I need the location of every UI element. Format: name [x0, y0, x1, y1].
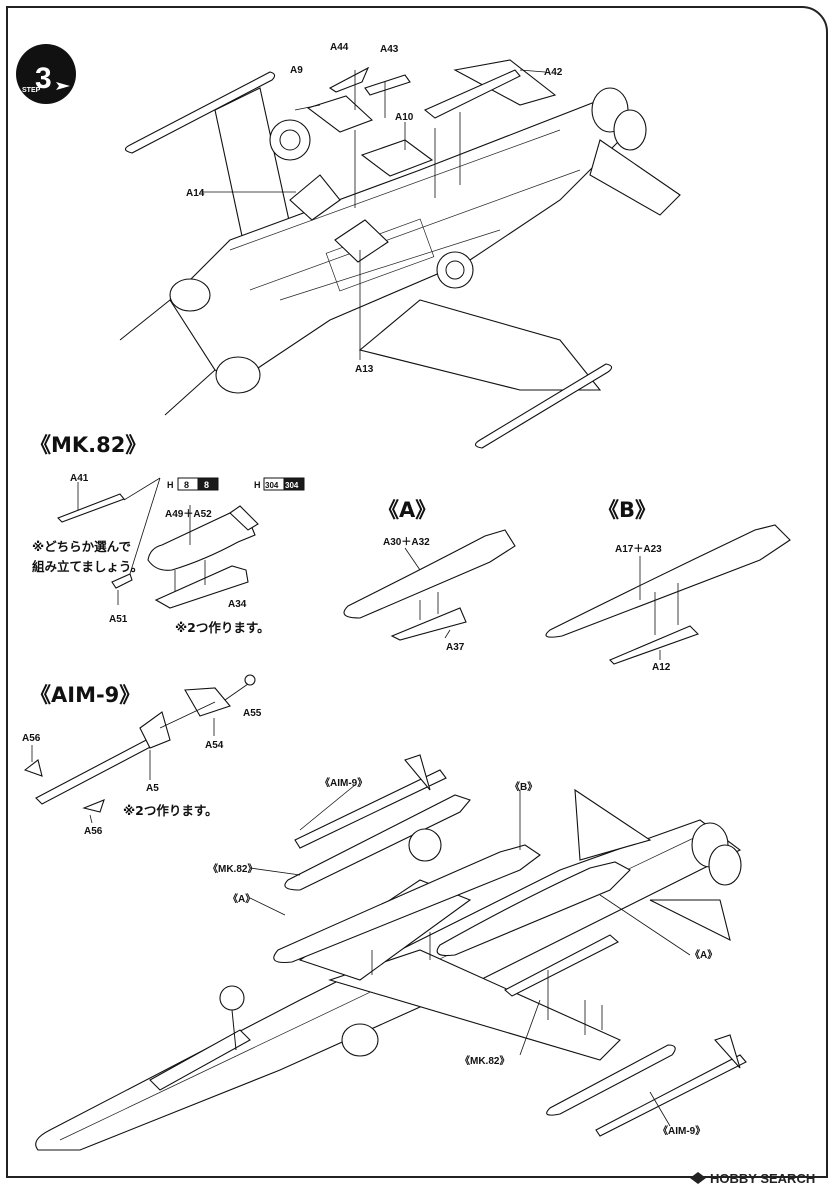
aim9-fin-label: A56 — [22, 733, 41, 744]
tank-b-assembly — [545, 524, 791, 665]
part-label: A44 — [330, 42, 349, 53]
mk82-choose-note: ※どちらか選んで — [32, 539, 131, 554]
part-label: A13 — [355, 364, 374, 375]
callout-a-left: 《A》 — [228, 892, 255, 905]
aircraft-top-bottom — [35, 754, 747, 1151]
mk82-choose-note-2: 組み立てましょう。 — [32, 559, 143, 574]
page-frame — [6, 6, 828, 1178]
callout-mk82-left: 《MK.82》 — [208, 862, 257, 875]
mk82-fuze-label: A51 — [109, 614, 128, 625]
step-number: 3 — [35, 62, 52, 95]
step-label: STEP — [22, 87, 41, 94]
aim9-canard-label: A54 — [205, 740, 224, 751]
callout-aim9-bottom: 《AIM-9》 — [658, 1124, 705, 1137]
tank-a-pylon-label: A37 — [446, 642, 465, 653]
tank-b-title: 《B》 — [598, 498, 656, 522]
part-label: A14 — [186, 188, 205, 199]
aim9-body-label: A5 — [146, 783, 159, 794]
part-label: A9 — [290, 65, 303, 76]
tank-a-title: 《A》 — [378, 498, 436, 522]
tank-a-label: A30＋A32 — [383, 536, 430, 548]
mk82-bomb-label: A49＋A52 — [165, 508, 212, 520]
mk82-rod-label: A41 — [70, 473, 89, 484]
svg-text:304: 304 — [285, 481, 299, 490]
paint-chip-h8: H 8 8 — [167, 477, 219, 491]
tank-b-label: A17＋A23 — [615, 543, 662, 555]
part-label: A10 — [395, 112, 414, 123]
watermark-text: HOBBY SEARCH — [710, 1171, 815, 1186]
aim9-seeker-label: A55 — [243, 708, 262, 719]
part-label: A43 — [380, 44, 399, 55]
hobbysearch-logo-icon — [690, 1172, 706, 1184]
tank-b-pylon-label: A12 — [652, 662, 671, 673]
aim9-fin-bottom-label: A56 — [84, 826, 103, 837]
aim9-assembly — [23, 674, 256, 824]
aim9-section-title: 《AIM-9》 — [30, 683, 140, 707]
callout-mk82-bottom: 《MK.82》 — [460, 1054, 509, 1067]
paint-chip-h304: H 304 304 — [254, 477, 305, 491]
callout-aim9-top: 《AIM-9》 — [320, 776, 367, 789]
mk82-make-two-note: ※2つ作ります。 — [175, 620, 270, 635]
svg-text:H: H — [254, 480, 261, 490]
svg-text:8: 8 — [184, 480, 189, 490]
mk82-assembly — [57, 477, 259, 609]
jet-icon — [56, 82, 70, 90]
step-badge: 3 STEP — [16, 44, 76, 104]
tank-a-assembly — [343, 529, 516, 641]
aim9-make-two-note: ※2つ作ります。 — [123, 803, 218, 818]
callout-b-top: 《B》 — [510, 780, 537, 793]
svg-text:304: 304 — [265, 481, 279, 490]
watermark: HOBBY SEARCH — [690, 1171, 815, 1186]
part-label: A42 — [544, 67, 563, 78]
mk82-section-title: 《MK.82》 — [30, 433, 146, 457]
svg-text:8: 8 — [204, 480, 209, 490]
mk82-pylon-label: A34 — [228, 599, 247, 610]
svg-text:H: H — [167, 480, 174, 490]
aircraft-underside-top — [119, 59, 681, 449]
callout-a-right: 《A》 — [690, 948, 717, 961]
